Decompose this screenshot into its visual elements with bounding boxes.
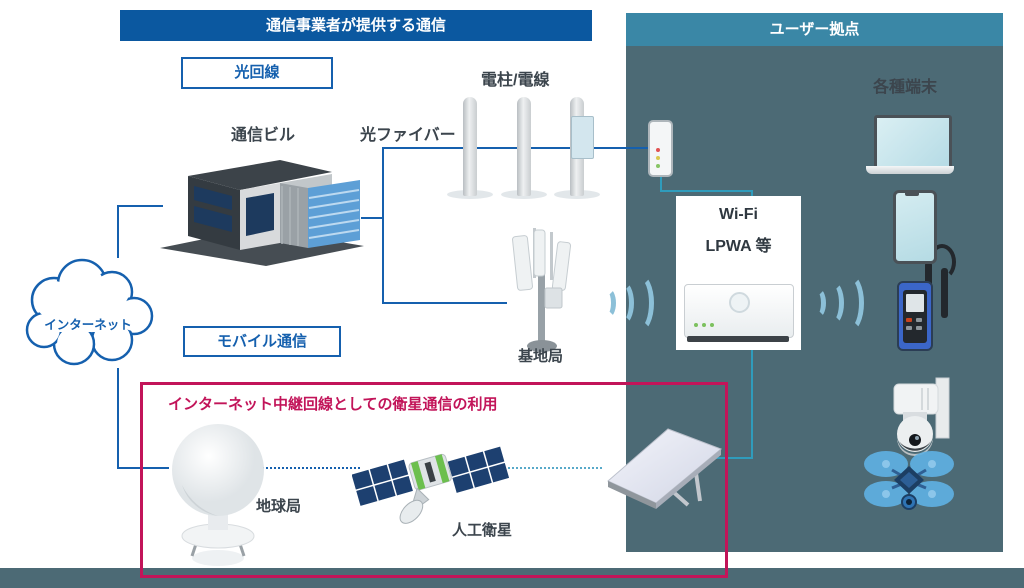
drone-icon (864, 451, 954, 510)
wifi-wave-icon (626, 274, 654, 332)
wifi-wave-icon (836, 274, 864, 332)
connector-onu-router-h (660, 190, 753, 192)
connector-base-station (382, 302, 507, 304)
base-station-icon (512, 228, 572, 352)
earth-station-icon (172, 424, 264, 566)
smartphone-icon (893, 190, 937, 264)
probe-icon (941, 268, 948, 318)
laptop-base (866, 166, 954, 174)
internet-label: インターネット (44, 318, 132, 332)
connector-building-fiber (361, 217, 384, 219)
poles-label: 電柱/電線 (481, 72, 550, 89)
base-station-label: 基地局 (518, 348, 564, 365)
connector-onu-down (660, 177, 662, 192)
satellite-relay-box (140, 382, 728, 578)
connector-cloud-building-h (117, 205, 163, 207)
building-icon (160, 160, 364, 266)
security-camera-icon (893, 377, 950, 456)
mobile-box: モバイル通信 (183, 326, 341, 357)
connector-cloud-dish-v (117, 368, 119, 469)
optical-line-box: 光回線 (181, 57, 333, 89)
lpwa-label: LPWA 等 (705, 238, 772, 255)
user-site-header: ユーザー拠点 (626, 13, 1003, 46)
data-logger-icon (897, 281, 933, 351)
wifi-label: Wi-Fi (719, 206, 758, 223)
building-label: 通信ビル (231, 127, 296, 144)
satellite-icon (352, 444, 510, 524)
devices-label: 各種端末 (873, 79, 938, 96)
utility-pole-icon (463, 97, 477, 196)
earth-station-label: 地球局 (256, 498, 302, 515)
wifi-router-card: Wi-Fi LPWA 等 (676, 196, 801, 350)
connector-cloud-dish-h (117, 467, 169, 469)
satellite-relay-title: インターネット中継回線としての衛星通信の利用 (168, 396, 498, 413)
connector-panel-h (716, 457, 753, 459)
utility-pole-icon (517, 97, 531, 196)
fiber-label: 光ファイバー (360, 127, 456, 144)
router-button (729, 292, 750, 313)
satellite-label: 人工衛星 (452, 522, 513, 539)
probe-cable (928, 244, 956, 280)
carrier-header: 通信事業者が提供する通信 (120, 10, 592, 41)
laptop-icon (874, 115, 952, 171)
footer-band (0, 568, 1024, 588)
connector-fiber-v (382, 148, 384, 304)
onu-modem-icon (648, 120, 673, 177)
connector-dish-satellite-dotted (262, 467, 360, 469)
pole-equipment-box (571, 116, 594, 159)
flat-panel-antenna-icon (607, 428, 722, 509)
internet-cloud-icon (25, 258, 154, 366)
router-icon (684, 284, 794, 342)
connector-satellite-panel-dotted (480, 467, 602, 469)
connector-cloud-building-v (117, 205, 119, 258)
